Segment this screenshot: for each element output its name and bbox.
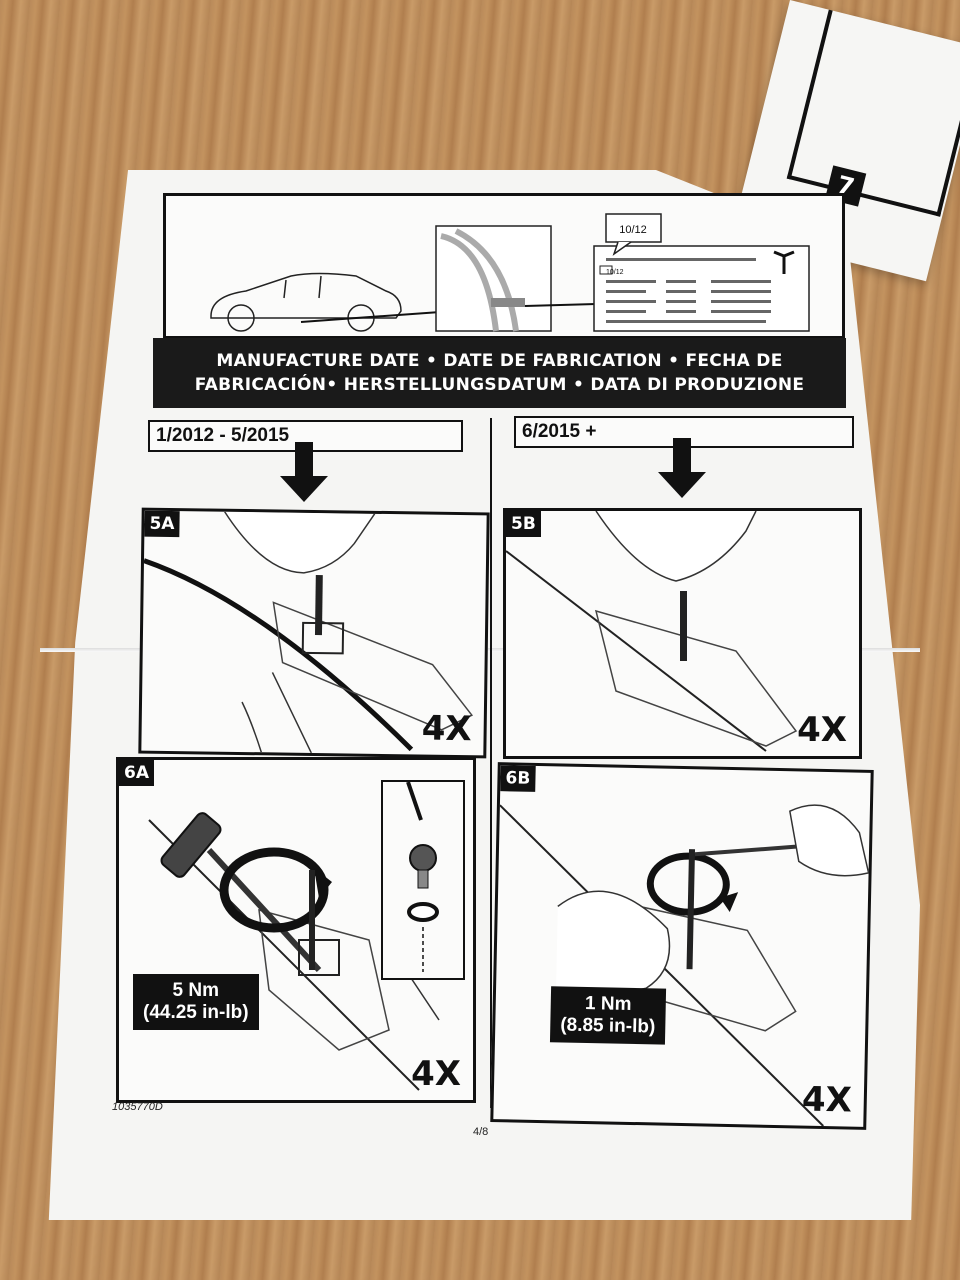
column-divider <box>490 418 492 1108</box>
step-5b-illustration <box>506 511 798 752</box>
page-number: 4/8 <box>473 1126 489 1138</box>
step-label: 5A <box>144 510 180 538</box>
leader-line-2 <box>524 303 597 307</box>
down-arrow-icon <box>658 438 706 498</box>
bolt-icon <box>309 870 315 970</box>
washer-icon <box>407 902 439 922</box>
clamp-icon <box>298 939 340 976</box>
step-label: 6A <box>119 760 154 786</box>
bolt-head-icon <box>409 844 437 872</box>
step-label: 6B <box>500 765 536 792</box>
hex-key-icon <box>680 591 687 661</box>
torque-nm: 1 Nm <box>584 992 632 1015</box>
tesla-logo-icon <box>773 250 795 274</box>
bolt-washer-illustration <box>406 782 439 972</box>
torque-nm: 5 Nm <box>172 980 220 1001</box>
label-sticker-icon <box>491 298 525 307</box>
manufacture-date-banner: MANUFACTURE DATE • DATE DE FABRICATION •… <box>153 338 846 408</box>
date-callout-text: 10/12 <box>619 224 647 236</box>
torque-spec-box: 5 Nm (44.25 in-lb) <box>133 974 259 1030</box>
clamp-icon <box>301 621 345 655</box>
step-6a-panel: 6A 5 Nm (44.25 in-lb) 4X <box>116 757 476 1103</box>
hand-icon <box>555 890 671 1008</box>
step-5a-illustration <box>143 511 474 754</box>
step-6b-illustration <box>499 804 870 1127</box>
vin-label-location-panel: 10/12 10/12 <box>163 193 845 339</box>
torque-inlb: (8.85 in-lb) <box>560 1014 656 1038</box>
torque-spec-box: 1 Nm (8.85 in-lb) <box>549 986 667 1045</box>
label-date-text: 10/12 <box>606 269 624 276</box>
step-label: 5B <box>506 511 541 537</box>
car-label-illustration: 10/12 10/12 <box>210 213 810 332</box>
quantity-badge: 4X <box>797 710 847 750</box>
quantity-badge: 4X <box>421 708 472 750</box>
hand-icon <box>789 804 870 877</box>
torque-wrench-icon <box>160 812 322 973</box>
step-5a-panel: 5A 4X <box>138 507 490 759</box>
hand-icon <box>595 511 757 582</box>
bolt-washer-inset <box>381 780 465 980</box>
hand-icon <box>241 672 313 754</box>
document-number: 1035770D <box>112 1101 163 1113</box>
hex-key-icon <box>686 849 696 970</box>
hex-key-icon <box>406 782 423 821</box>
banner-line-2: FABRICACIÓN• HERSTELLUNGSDATUM • DATA DI… <box>194 375 805 395</box>
car-icon <box>210 272 402 332</box>
date-callout-box <box>605 213 662 243</box>
step-6b-panel: 6B 1 Nm (8.85 in-lb) 4X <box>490 762 874 1130</box>
hand-icon <box>224 511 376 574</box>
banner-line-1: MANUFACTURE DATE • DATE DE FABRICATION •… <box>216 351 783 371</box>
step-6a-illustration <box>148 812 440 1091</box>
step-5b-panel: 5B 4X <box>503 508 862 759</box>
hex-key-icon <box>314 575 323 636</box>
quantity-badge: 4X <box>411 1054 461 1094</box>
quantity-badge: 4X <box>801 1079 853 1121</box>
torque-inlb: (44.25 in-lb) <box>143 1002 249 1023</box>
down-arrow-icon <box>280 442 328 502</box>
